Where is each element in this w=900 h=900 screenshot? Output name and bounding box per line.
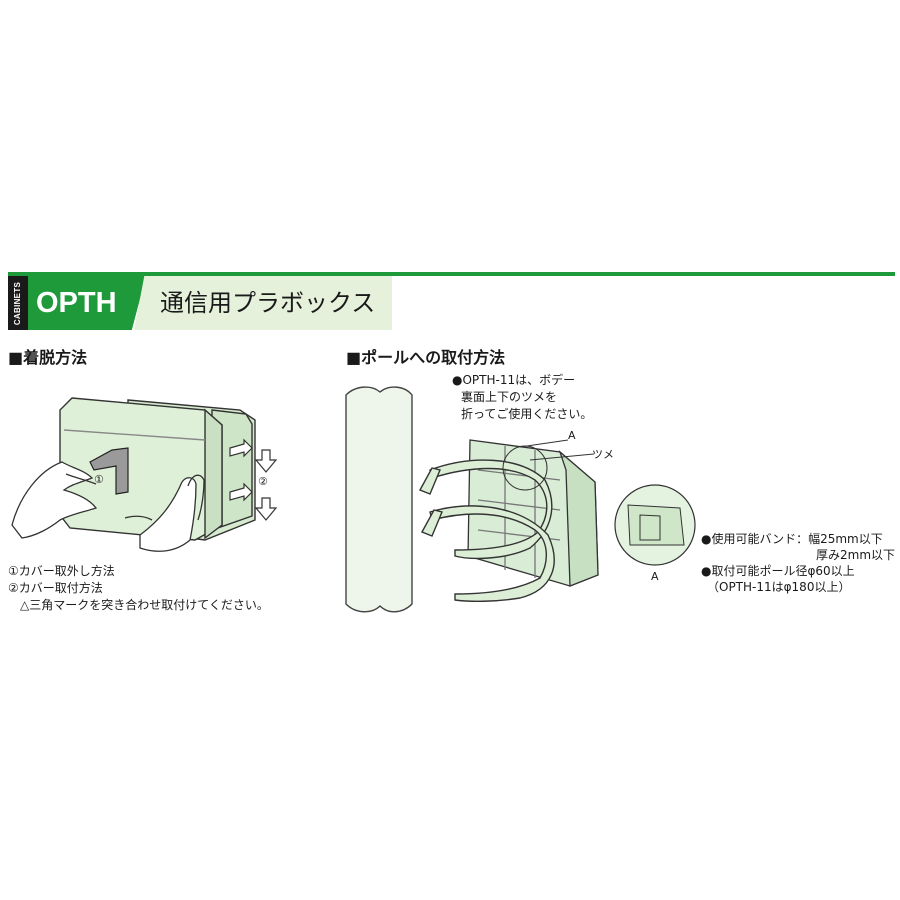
label-a-top: A	[568, 429, 576, 442]
product-code-block	[28, 276, 146, 330]
attach-note-2: ②カバー取付方法	[8, 581, 103, 595]
step-number-one	[89, 447, 129, 495]
product-title: 通信用プラボックス	[160, 289, 376, 317]
leader-a	[519, 439, 569, 448]
box-cover	[59, 397, 223, 541]
label-tsume: ツメ	[592, 448, 614, 461]
direction-arrows	[229, 438, 278, 521]
attach-note-1: ①カバー取外し方法	[8, 564, 115, 578]
step-one-mark: ①	[94, 473, 104, 486]
category-tab-label: CABINETS	[13, 281, 23, 325]
box-body	[127, 399, 256, 541]
step-two-mark: ②	[258, 475, 268, 488]
category-tab	[8, 276, 28, 330]
pole-heading: ■ポールへの取付方法	[346, 348, 506, 367]
product-title-block	[134, 276, 392, 330]
spec-pole-diameter: ●取付可能ポール径φ60以上	[701, 564, 855, 578]
spec-band-width: ●使用可能バンド：幅25mm以下	[701, 532, 883, 546]
detail-view	[614, 484, 696, 566]
attach-note-3: △三角マークを突き合わせ取付けてください。	[20, 598, 269, 612]
mounted-box	[467, 439, 599, 587]
attach-heading: ■着脱方法	[8, 348, 88, 367]
pole-instruction-2: 裏面上下のツメを	[461, 390, 558, 404]
label-a-detail: A	[651, 570, 659, 583]
hands	[11, 461, 205, 552]
spec-band-thickness: 厚み2mm以下	[816, 548, 896, 562]
pole	[345, 386, 413, 613]
pole-instruction-3: 折ってご使用ください。	[461, 407, 593, 421]
spec-pole-diameter-opth11: （OPTH-11はφ180以上）	[707, 580, 851, 594]
header-rule	[8, 272, 895, 276]
pole-instruction-1: ●OPTH-11は、ボデー	[452, 373, 576, 387]
detail-callout-circle	[502, 445, 548, 491]
mounting-bands	[419, 459, 555, 603]
leader-tsume	[529, 453, 595, 461]
product-code: OPTH	[36, 287, 117, 319]
